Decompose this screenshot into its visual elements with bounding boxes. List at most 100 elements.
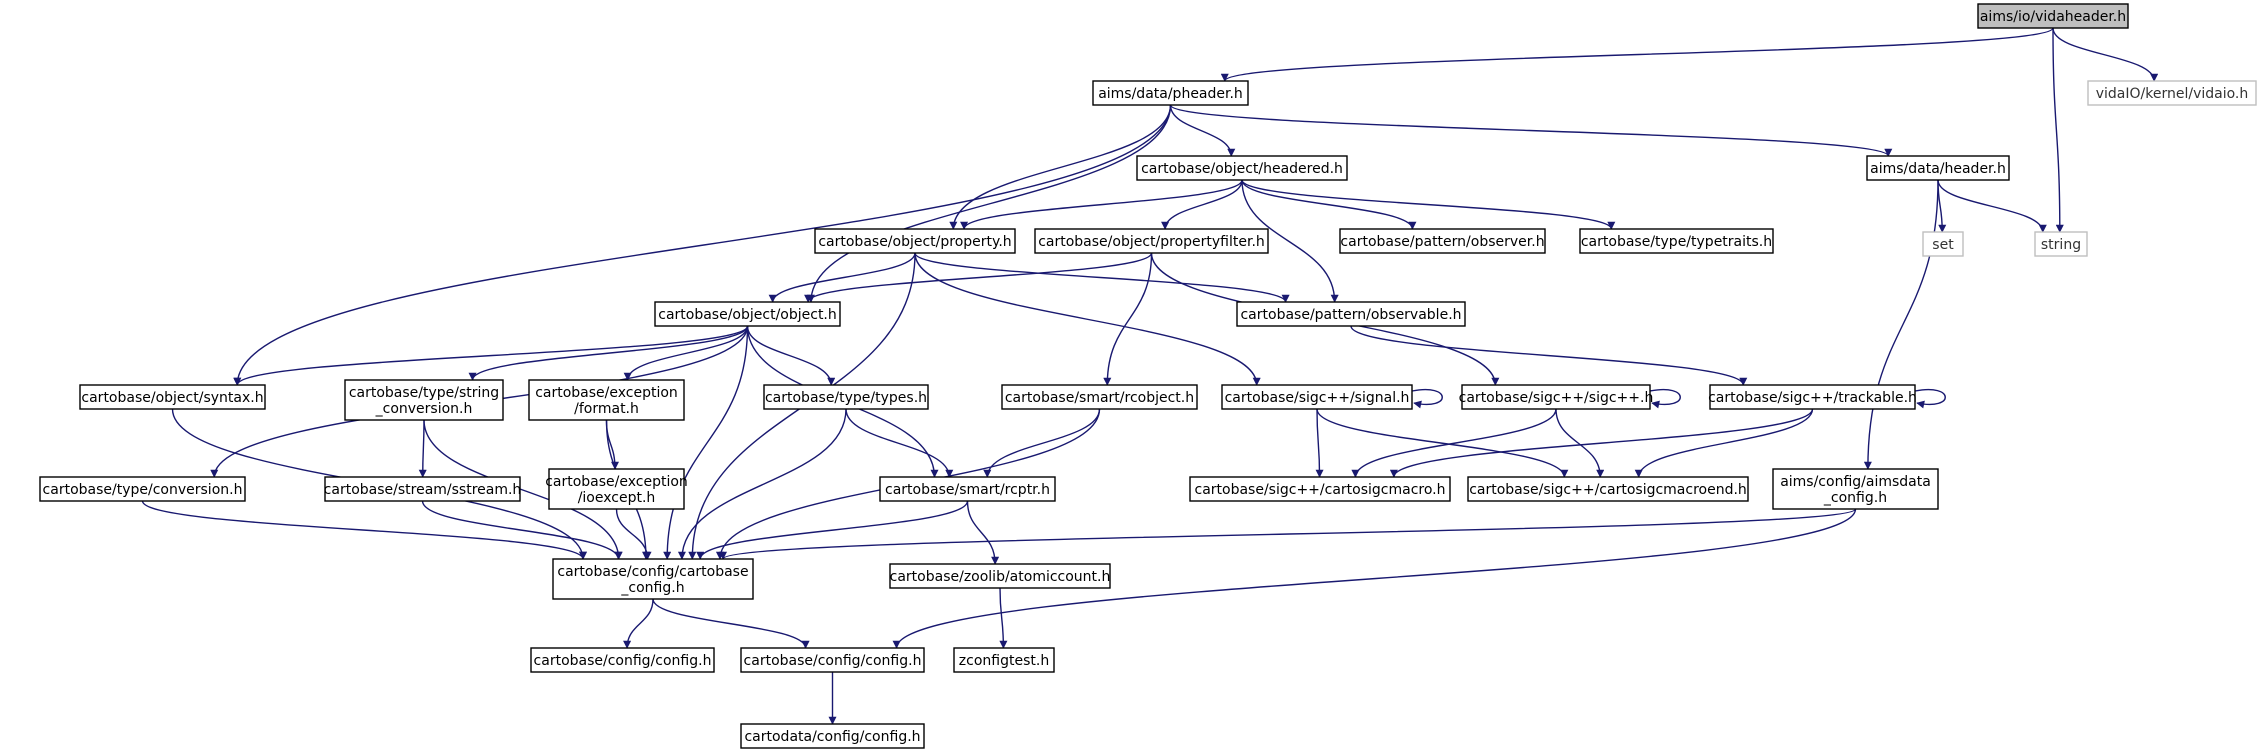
node-property[interactable]: cartobase/object/property.h (814, 228, 1016, 254)
node-typetraits[interactable]: cartobase/type/typetraits.h (1579, 228, 1774, 254)
node-propertyfilter[interactable]: cartobase/object/propertyfilter.h (1034, 228, 1269, 254)
edge-rcobject-to-rcptr (983, 408, 1101, 478)
edge-line (1169, 104, 1893, 157)
node-label: cartobase/zoolib/atomiccount.h (890, 569, 1111, 585)
node-aimsdataconfig[interactable]: aims/config/aimsdata_config.h (1772, 468, 1939, 510)
node-box (1772, 468, 1939, 510)
node-cartosigcmacroend[interactable]: cartobase/sigc++/cartosigcmacroend.h (1467, 476, 1749, 502)
edge-object-to-format (623, 325, 749, 381)
edge-line (696, 500, 969, 560)
edge-line (1863, 179, 1939, 470)
node-box (1136, 155, 1348, 181)
edge-pheader-to-header (1169, 104, 1893, 157)
node-box (1092, 80, 1249, 106)
node-box (2034, 231, 2088, 257)
node-box (1034, 228, 1269, 254)
node-label: cartobase/object/syntax.h (81, 390, 263, 406)
node-cbconfigh[interactable]: cartobase/config/config.h (530, 647, 715, 673)
edge-line (1634, 408, 1814, 478)
edge-line (804, 252, 1153, 303)
node-label: zconfigtest.h (959, 653, 1049, 669)
edge-rcptr-to-cbconfig (696, 500, 969, 560)
node-box (39, 476, 246, 502)
node-label: cartobase/object/propertyfilter.h (1038, 234, 1265, 250)
node-observable[interactable]: cartobase/pattern/observable.h (1236, 301, 1466, 327)
edge-line (845, 408, 954, 478)
edge-headered-to-observer (1241, 179, 1417, 230)
node-label: cartobase/smart/rcptr.h (885, 482, 1050, 498)
node-box (528, 379, 685, 421)
node-pheader[interactable]: aims/data/pheader.h (1092, 80, 1249, 106)
edge-root-to-string (2052, 27, 2064, 233)
node-box (324, 476, 521, 502)
edge-headered-to-propertyfilter (1161, 179, 1243, 230)
node-atomiccount[interactable]: cartobase/zoolib/atomiccount.h (889, 563, 1111, 589)
edge-headered-to-observable (1241, 179, 1339, 303)
node-sstream[interactable]: cartobase/stream/sstream.h (324, 476, 522, 502)
edge-line (677, 408, 847, 560)
node-sigcpp[interactable]: cartobase/sigc++/sigc++.h (1459, 384, 1654, 410)
node-trackable[interactable]: cartobase/sigc++/trackable.h (1708, 384, 1917, 410)
node-label: cartobase/config/config.h (744, 653, 922, 669)
node-label: cartobase/pattern/observable.h (1240, 307, 1461, 323)
edge-line (1220, 27, 2054, 82)
node-box (814, 228, 1016, 254)
node-cbconfig[interactable]: cartobase/config/cartobase_config.h (552, 558, 754, 600)
node-box (740, 647, 925, 673)
edge-line (914, 252, 1261, 386)
edge-line (1241, 179, 1339, 303)
node-cartosigcmacro[interactable]: cartobase/sigc++/cartosigcmacro.h (1189, 476, 1451, 502)
node-label: cartobase/type/types.h (765, 390, 927, 406)
node-types[interactable]: cartobase/type/types.h (763, 384, 929, 410)
node-ioexcept[interactable]: cartobase/exception/ioexcept.h (545, 468, 688, 510)
node-signal[interactable]: cartobase/sigc++/signal.h (1221, 384, 1413, 410)
edge-sigcpp-to-cartosigcmacro (1351, 408, 1557, 478)
node-label: string (2041, 237, 2081, 253)
edge-rcptr-to-atomiccount (966, 500, 1000, 565)
node-observer[interactable]: cartobase/pattern/observer.h (1339, 228, 1546, 254)
node-rcobject[interactable]: cartobase/smart/rcobject.h (1001, 384, 1198, 410)
edge-line (768, 252, 916, 303)
edge-line (1103, 252, 1153, 386)
nodes-layer: aims/io/vidaheader.h vidaIO/kernel/vidaio… (39, 3, 2257, 749)
node-rcptr[interactable]: cartobase/smart/rcptr.h (879, 476, 1056, 502)
edge-line (421, 500, 623, 560)
node-label: cartobase/object/object.h (658, 307, 837, 323)
node-box (1579, 228, 1774, 254)
node-label: cartodata/config/config.h (744, 729, 920, 745)
edge-line (1555, 408, 1605, 478)
edge-property-to-observable (914, 252, 1290, 303)
node-format[interactable]: cartobase/exception/format.h (528, 379, 685, 421)
node-conversion[interactable]: cartobase/type/conversion.h (39, 476, 246, 502)
node-zconfigtest[interactable]: zconfigtest.h (953, 647, 1055, 673)
node-box (879, 476, 1056, 502)
node-object[interactable]: cartobase/object/object.h (654, 301, 841, 327)
node-box (2087, 80, 2257, 106)
node-label: _config.h (620, 580, 684, 596)
node-label: vidaIO/kernel/vidaio.h (2096, 86, 2249, 102)
node-syntax[interactable]: cartobase/object/syntax.h (79, 384, 266, 410)
edge-line (1937, 179, 2047, 233)
node-box (1977, 3, 2129, 29)
node-cbconfigh2[interactable]: cartobase/config/config.h (740, 647, 925, 673)
edge-root-to-vidaio (2052, 27, 2159, 82)
node-headered[interactable]: cartobase/object/headered.h (1136, 155, 1348, 181)
node-header[interactable]: aims/data/header.h (1866, 155, 2010, 181)
node-label: cartobase/config/config.h (534, 653, 712, 669)
node-label: cartobase/type/typetraits.h (1581, 234, 1772, 250)
node-cdconfig[interactable]: cartodata/config/config.h (740, 723, 925, 749)
edge-line (423, 419, 623, 560)
edge-pheader-to-object (806, 104, 1172, 303)
node-box (1189, 476, 1451, 502)
node-box (1461, 384, 1651, 410)
edge-pheader-to-property (949, 104, 1172, 230)
node-label: /format.h (574, 401, 639, 417)
edge-line (1241, 179, 1417, 230)
edge-line (1316, 408, 1569, 478)
edge-types-to-cbconfig (677, 408, 847, 560)
node-label: aims/io/vidaheader.h (1980, 9, 2126, 25)
node-label: _config.h (1823, 490, 1887, 506)
node-label: cartobase/exception (545, 474, 688, 490)
node-strconv[interactable]: cartobase/type/string_conversion.h (344, 379, 504, 421)
node-label: cartobase/smart/rcobject.h (1005, 390, 1194, 406)
